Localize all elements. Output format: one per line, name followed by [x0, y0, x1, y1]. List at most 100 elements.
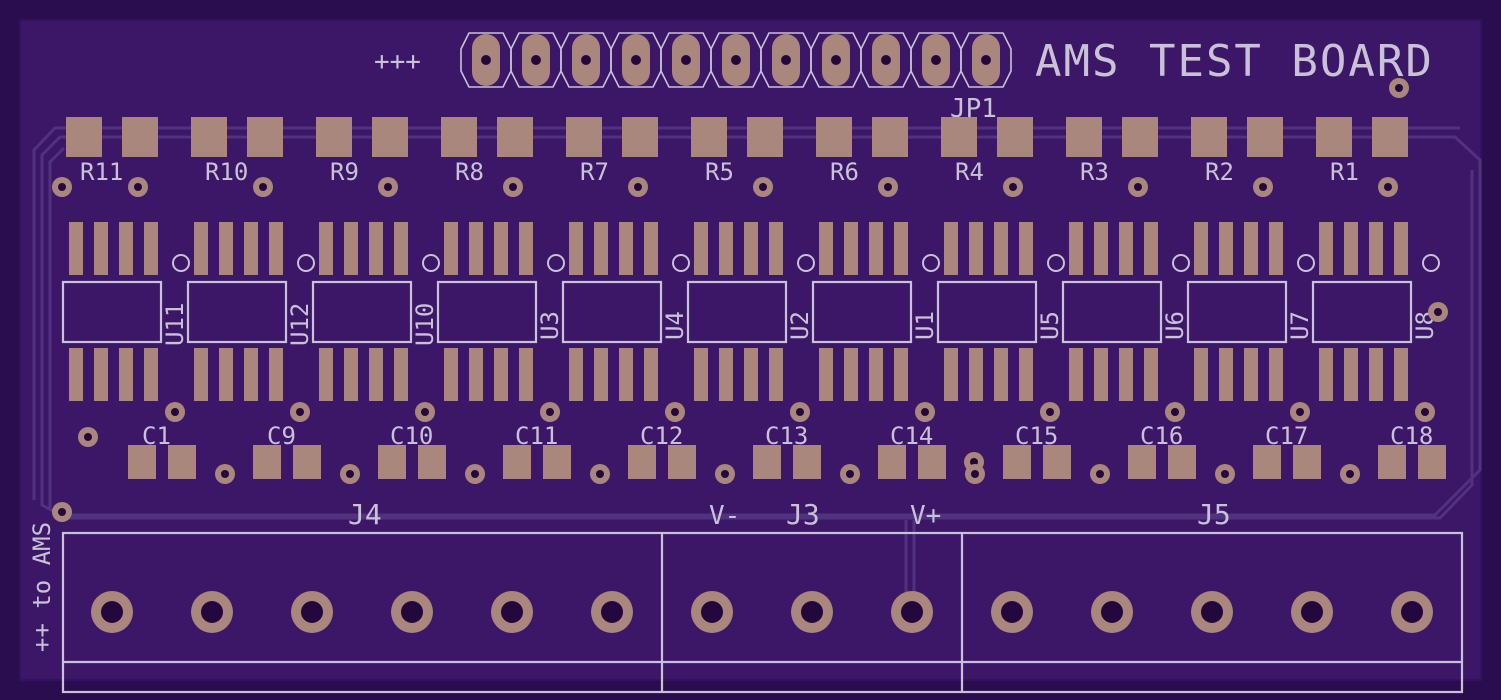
chip-pin — [1244, 348, 1258, 401]
chip-outline — [686, 280, 788, 344]
resistor-pad — [1066, 117, 1102, 157]
chip-pin — [994, 348, 1008, 401]
via-hole — [884, 183, 892, 191]
chip-label: U10 — [411, 303, 439, 346]
header-pin-hole — [781, 55, 791, 65]
chip-outline — [311, 280, 413, 344]
capacitor-pad — [753, 445, 781, 479]
via-hole — [721, 470, 729, 478]
chip-outline — [1061, 280, 1163, 344]
j3-label: J3 — [786, 498, 820, 531]
terminal-hole — [1101, 601, 1123, 623]
chip-pin — [769, 348, 783, 401]
chip-pin — [1019, 348, 1033, 401]
header-note: +++ — [374, 47, 421, 77]
via-hole — [346, 470, 354, 478]
chip-pin — [1069, 222, 1083, 275]
chip-pin — [1269, 348, 1283, 401]
via-hole — [471, 470, 479, 478]
chip-pin — [194, 222, 208, 275]
terminal-hole — [1401, 601, 1423, 623]
chip-pin — [144, 348, 158, 401]
capacitor-pad — [378, 445, 406, 479]
chip-pin — [744, 222, 758, 275]
chip-pin1-marker — [422, 254, 440, 272]
resistor-pad — [372, 117, 408, 157]
via-hole — [259, 183, 267, 191]
chip-pin — [394, 348, 408, 401]
via-hole — [759, 183, 767, 191]
capacitor-pad — [168, 445, 196, 479]
chip-pin — [144, 222, 158, 275]
chip-outline — [811, 280, 913, 344]
terminal-hole — [601, 601, 623, 623]
chip-pin — [594, 222, 608, 275]
via-hole — [84, 433, 92, 441]
chip-pin — [1119, 348, 1133, 401]
chip-pin — [1194, 222, 1208, 275]
resistor-pad — [691, 117, 727, 157]
capacitor-pad — [1293, 445, 1321, 479]
terminal-hole — [801, 601, 823, 623]
resistor-label: R8 — [455, 158, 484, 186]
capacitor-label: C16 — [1140, 422, 1183, 450]
chip-pin — [269, 348, 283, 401]
chip-pin — [819, 348, 833, 401]
resistor-pad — [122, 117, 158, 157]
capacitor-pad — [1003, 445, 1031, 479]
via-hole — [1346, 470, 1354, 478]
resistor-pad — [622, 117, 658, 157]
terminal-outline — [61, 531, 1464, 694]
chip-pin — [569, 348, 583, 401]
chip-pin — [119, 348, 133, 401]
resistor-label: R3 — [1080, 158, 1109, 186]
resistor-pad — [316, 117, 352, 157]
chip-pin — [319, 222, 333, 275]
via-hole — [1421, 408, 1429, 416]
chip-pin — [69, 222, 83, 275]
capacitor-pad — [253, 445, 281, 479]
resistor-label: R4 — [955, 158, 984, 186]
via-hole — [1384, 183, 1392, 191]
via-hole — [546, 408, 554, 416]
capacitor-pad — [628, 445, 656, 479]
capacitor-label: C17 — [1265, 422, 1308, 450]
chip-pin — [1094, 348, 1108, 401]
chip-label: U6 — [1161, 311, 1189, 340]
chip-outline — [436, 280, 538, 344]
chip-outline — [61, 280, 163, 344]
header-connector: +++ JP1 — [374, 32, 1012, 124]
chip-pin — [619, 348, 633, 401]
resistor-label: R5 — [705, 158, 734, 186]
chip-pin — [944, 348, 958, 401]
chip-pin — [894, 222, 908, 275]
terminal-hole — [401, 601, 423, 623]
capacitor-pad — [1378, 445, 1406, 479]
resistor-pad — [1316, 117, 1352, 157]
chip-pin — [244, 222, 258, 275]
chip-pin — [1344, 222, 1358, 275]
via-hole — [634, 183, 642, 191]
chip-pin — [644, 348, 658, 401]
j3-vplus-label: V+ — [910, 501, 941, 531]
chip-pin — [1144, 222, 1158, 275]
chip-pin — [994, 222, 1008, 275]
chip-pin1-marker — [922, 254, 940, 272]
chip-pin — [1119, 222, 1133, 275]
chip-pin — [619, 222, 633, 275]
resistor-pad — [872, 117, 908, 157]
header-pin-hole — [581, 55, 591, 65]
resistor-label: R11 — [80, 158, 123, 186]
via-hole — [1259, 183, 1267, 191]
capacitor-label: C14 — [890, 422, 933, 450]
resistor-pad — [1372, 117, 1408, 157]
capacitor-label: C12 — [640, 422, 683, 450]
via-hole — [671, 408, 679, 416]
chip-pin — [219, 348, 233, 401]
via-hole — [921, 408, 929, 416]
chip-pin — [844, 348, 858, 401]
resistor-pad — [1122, 117, 1158, 157]
chip-pin — [894, 348, 908, 401]
capacitor-label: C1 — [142, 422, 171, 450]
